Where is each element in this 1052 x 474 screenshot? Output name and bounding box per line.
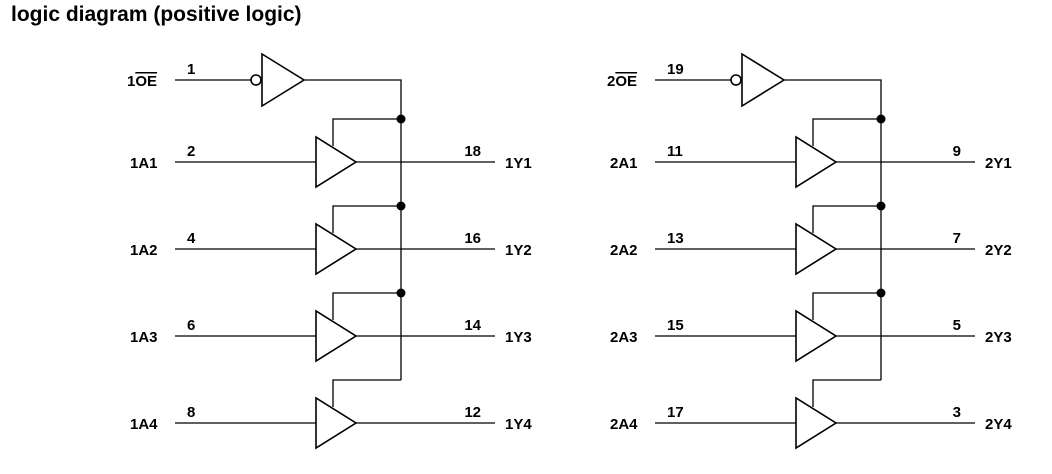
control-wire-1-3 [332, 292, 401, 320]
input-label-2-3: 2A3 [610, 329, 638, 346]
diagram-title: logic diagram (positive logic) [11, 3, 302, 26]
output-pin-1-3: 14 [464, 317, 481, 334]
input-label-2-4: 2A4 [610, 416, 638, 433]
buffer-gate-1-3 [315, 309, 358, 363]
input-label-1-4: 1A4 [130, 416, 158, 433]
input-pin-1-2: 4 [187, 230, 196, 247]
enable-label-2: 2OE [607, 73, 637, 90]
output-label-2-2: 2Y2 [985, 242, 1012, 259]
buffer-gate-2-1 [795, 135, 838, 189]
enable-label-1: 1OE [127, 73, 157, 90]
control-wire-2-2 [812, 205, 881, 233]
input-label-1-2: 1A2 [130, 242, 158, 259]
input-pin-2-1: 11 [667, 143, 683, 160]
enable-pin-1: 1 [187, 61, 195, 78]
output-pin-2-2: 7 [953, 230, 961, 247]
output-label-1-1: 1Y1 [505, 155, 532, 172]
inversion-bubble-2 [730, 74, 742, 86]
output-label-1-4: 1Y4 [505, 416, 532, 433]
control-wire-1-4 [332, 379, 401, 407]
input-pin-1-3: 6 [187, 317, 195, 334]
output-label-1-3: 1Y3 [505, 329, 532, 346]
input-label-2-2: 2A2 [610, 242, 638, 259]
input-pin-2-2: 13 [667, 230, 684, 247]
inversion-bubble-1 [250, 74, 262, 86]
control-wire-2-4 [812, 379, 881, 407]
output-pin-1-2: 16 [464, 230, 481, 247]
output-label-2-3: 2Y3 [985, 329, 1012, 346]
output-label-2-1: 2Y1 [985, 155, 1012, 172]
input-label-1-3: 1A3 [130, 329, 158, 346]
enable-rail-2 [784, 79, 882, 380]
input-pin-2-3: 15 [667, 317, 684, 334]
enable-buffer-2 [741, 52, 786, 108]
output-pin-1-1: 18 [464, 143, 481, 160]
control-wire-1-2 [332, 205, 401, 233]
output-pin-2-3: 5 [953, 317, 961, 334]
input-label-2-1: 2A1 [610, 155, 638, 172]
enable-rail-1 [304, 79, 402, 380]
input-pin-1-4: 8 [187, 404, 195, 421]
buffer-gate-2-4 [795, 396, 838, 450]
enable-buffer-1 [261, 52, 306, 108]
output-label-1-2: 1Y2 [505, 242, 532, 259]
output-pin-2-1: 9 [953, 143, 961, 160]
control-wire-2-3 [812, 292, 881, 320]
output-label-2-4: 2Y4 [985, 416, 1012, 433]
input-label-1-1: 1A1 [130, 155, 158, 172]
buffer-gate-1-2 [315, 222, 358, 276]
control-wire-1-1 [332, 118, 401, 146]
buffer-gate-2-2 [795, 222, 838, 276]
buffer-gate-2-3 [795, 309, 838, 363]
enable-pin-2: 19 [667, 61, 684, 78]
control-wire-2-1 [812, 118, 881, 146]
output-pin-1-4: 12 [464, 404, 481, 421]
input-pin-1-1: 2 [187, 143, 195, 160]
buffer-gate-1-1 [315, 135, 358, 189]
output-pin-2-4: 3 [953, 404, 961, 421]
input-pin-2-4: 17 [667, 404, 684, 421]
buffer-gate-1-4 [315, 396, 358, 450]
